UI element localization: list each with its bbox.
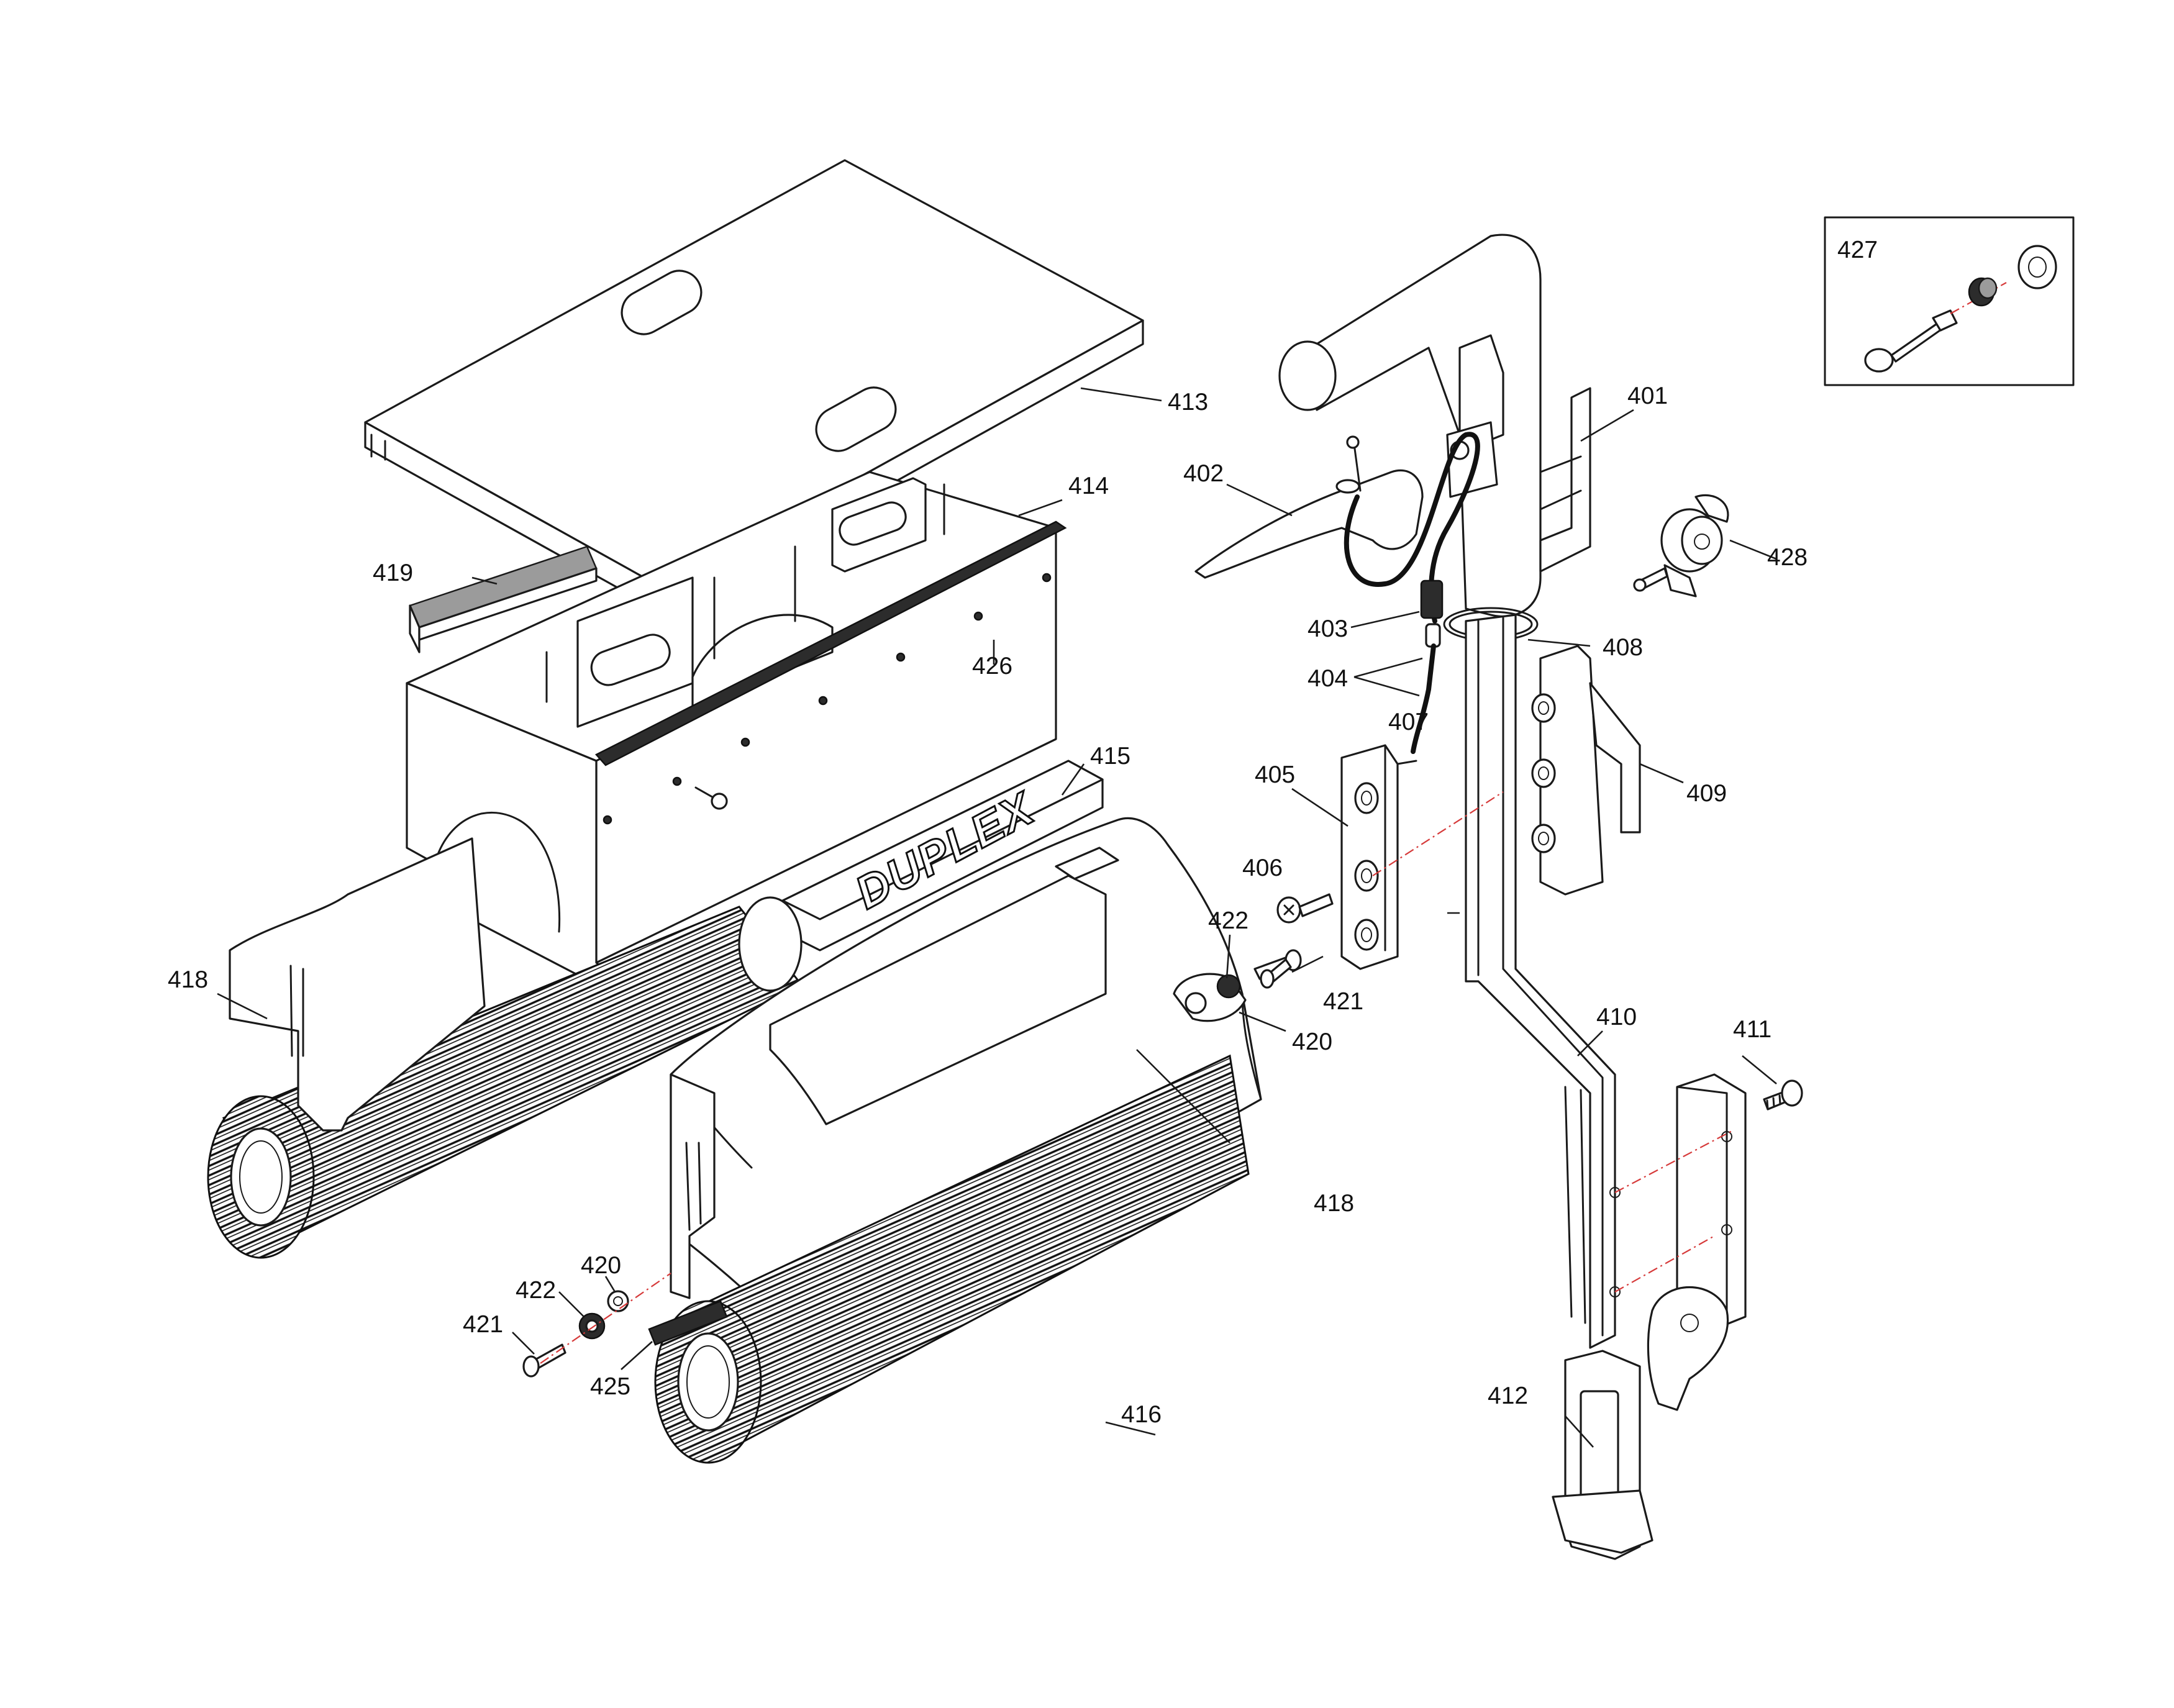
- label-421-left: 421: [463, 1311, 503, 1338]
- label-422-left: 422: [516, 1277, 556, 1304]
- label-402: 402: [1183, 460, 1224, 487]
- label-415: 415: [1090, 743, 1130, 770]
- screw-426: [694, 786, 728, 810]
- label-407: 407: [1388, 709, 1429, 735]
- inset-spring: [1968, 277, 1998, 307]
- bracket-409: [1531, 645, 1641, 896]
- label-404: 404: [1308, 665, 1348, 692]
- label-406: 406: [1242, 855, 1283, 881]
- label-418-right: 418: [1314, 1190, 1354, 1217]
- clamp-405: [1340, 744, 1504, 970]
- label-409: 409: [1686, 780, 1727, 807]
- strip-419: [409, 545, 598, 653]
- clip-428: [1633, 494, 1729, 597]
- cable-assembly: [1344, 432, 1480, 754]
- label-428: 428: [1767, 544, 1808, 571]
- label-426: 426: [972, 653, 1012, 679]
- lever-402: [1194, 435, 1424, 579]
- label-420-left: 420: [581, 1252, 621, 1279]
- hardware-upper-right: [1173, 949, 1302, 1022]
- label-408: 408: [1603, 634, 1643, 661]
- label-420-right: 420: [1292, 1029, 1332, 1055]
- brush-cover-418-right: [670, 817, 1262, 1355]
- strip-425: [648, 1300, 728, 1346]
- label-414: 414: [1068, 473, 1109, 499]
- shaft-410: [1465, 614, 1621, 1349]
- leader-lines: [217, 387, 1777, 1448]
- label-413: 413: [1168, 389, 1208, 416]
- label-401: 401: [1627, 383, 1668, 409]
- inset-box-427: 427: [1824, 216, 2075, 386]
- label-412: 412: [1488, 1383, 1528, 1409]
- label-405: 405: [1255, 761, 1295, 788]
- label-419: 419: [373, 560, 413, 586]
- hopper-414: [406, 471, 1067, 1020]
- label-416: 416: [1121, 1401, 1162, 1428]
- lower-bracket-411: [1614, 1073, 1803, 1411]
- side-plate-418-left: [229, 837, 486, 1132]
- label-403: 403: [1308, 616, 1348, 642]
- hopper-rivet-dots: [603, 573, 1052, 825]
- screw-406: [1276, 893, 1334, 924]
- hardware-lower-left: [522, 1273, 671, 1378]
- label-421-right: 421: [1323, 988, 1363, 1015]
- inset-label-427: 427: [1837, 237, 1878, 263]
- label-425: 425: [590, 1373, 630, 1400]
- foot-412: [1552, 1350, 1653, 1560]
- label-418-left: 418: [168, 966, 208, 993]
- label-422-right: 422: [1208, 907, 1248, 934]
- pin-421-upper: [1260, 958, 1292, 989]
- label-411: 411: [1733, 1016, 1771, 1043]
- front-brush-roller-416: [654, 1054, 1250, 1464]
- label-410: 410: [1596, 1004, 1637, 1030]
- part-number-labels: 401 402 403 404 405 406 407 408 409 410 …: [168, 383, 1808, 1428]
- cover-end-bracket: [670, 1073, 716, 1299]
- rear-brush-roller: [207, 896, 803, 1259]
